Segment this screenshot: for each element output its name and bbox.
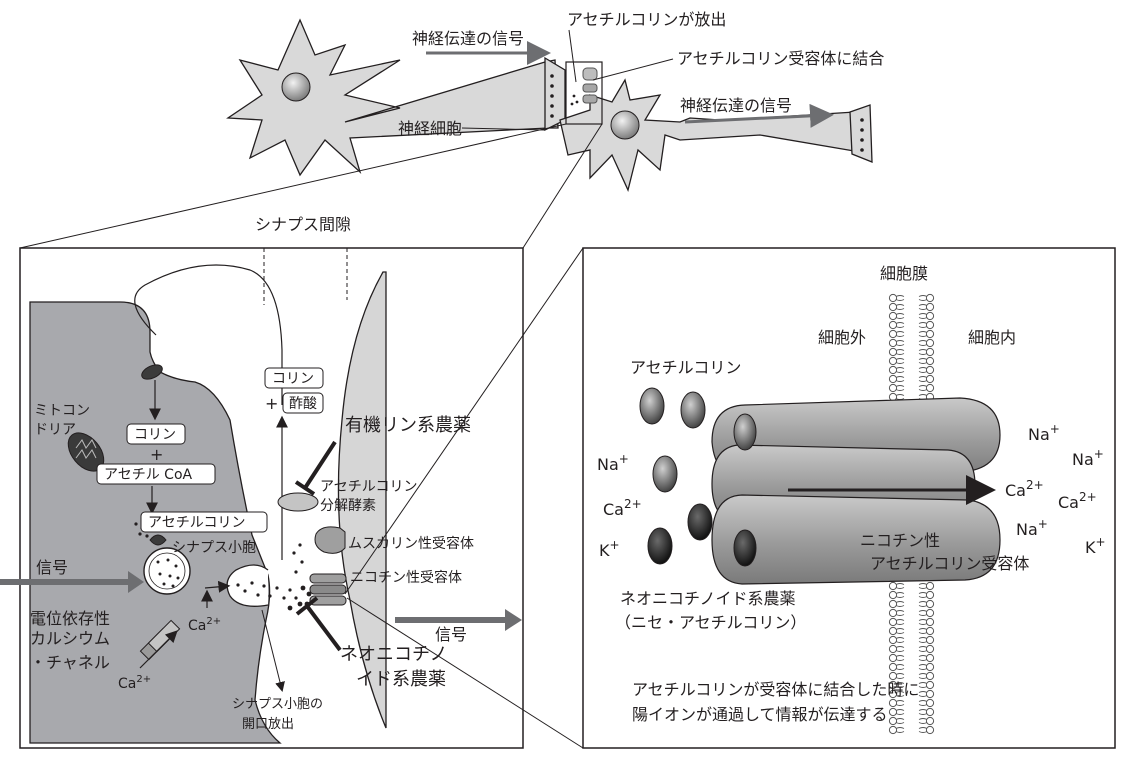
- label-cleft: シナプス間隙: [255, 215, 351, 234]
- label-receptor-1: ニコチン性: [860, 531, 940, 550]
- label-acetylcoa: アセチル CoA: [104, 467, 193, 483]
- neuron-nucleus-right: [611, 111, 639, 139]
- label-op: 有機リン系農薬: [345, 415, 471, 436]
- label-choline-r: コリン: [272, 371, 314, 387]
- label-neonic-m2: （ニセ・アセチルコリン）: [615, 613, 806, 632]
- label-mito-2: ドリア: [34, 422, 76, 438]
- label-outside: 細胞外: [818, 328, 866, 347]
- label-plus-2: +: [265, 394, 278, 413]
- top-neurons: 神経伝達の信号 アセチルコリンが放出 アセチルコリン受容体に結合 神経細胞 神経…: [228, 10, 884, 190]
- label-ach-synapse: アセチルコリン: [148, 515, 245, 531]
- synapse-panel: シナプス間隙 ミトコン ドリア コリン + アセチル CoA アセチルコリン シ…: [0, 215, 523, 748]
- label-vesicle: シナプス小胞: [172, 540, 256, 556]
- label-ach-bind: アセチルコリン受容体に結合: [677, 49, 884, 68]
- label-ach-membrane: アセチルコリン: [630, 358, 741, 377]
- label-ache-2: 分解酵素: [320, 498, 376, 514]
- label-plus-1: +: [150, 445, 163, 464]
- label-mito-1: ミトコン: [34, 403, 90, 419]
- label-signal-out: 信号: [435, 625, 467, 644]
- label-signal-out-top: 神経伝達の信号: [680, 96, 792, 115]
- label-ach-release: アセチルコリンが放出: [567, 10, 726, 29]
- label-choline: コリン: [134, 427, 176, 443]
- label-caption-2: 陽イオンが通過して情報が伝達する: [632, 705, 888, 724]
- label-neonic-m1: ネオニコチノイド系農薬: [620, 589, 796, 608]
- label-ache-1: アセチルコリン: [320, 479, 417, 495]
- label-exo-2: 開口放出: [242, 717, 294, 732]
- muscarinic-receptor: [315, 527, 345, 553]
- label-neuron: 神経細胞: [398, 119, 462, 138]
- label-caption-1: アセチルコリンが受容体に結合した時に: [632, 680, 919, 699]
- label-inside: 細胞内: [968, 328, 1016, 347]
- label-receptor-2: アセチルコリン受容体: [870, 554, 1029, 573]
- membrane-panel: 細胞膜 細胞外 細胞内 アセチルコリン Na+ Ca2+ K+ Na+ Na+ …: [583, 248, 1115, 748]
- axon-terminal-right: [850, 105, 872, 162]
- label-muscarinic: ムスカリン性受容体: [348, 535, 474, 552]
- ache-enzyme: [278, 493, 318, 511]
- label-vgcc-1: 電位依存性: [30, 609, 110, 628]
- label-vgcc-3: ・チャネル: [30, 653, 110, 672]
- label-vgcc-2: カルシウム: [30, 629, 110, 648]
- label-neonic-1: ネオニコチノ: [340, 644, 447, 665]
- neuron-nucleus-left: [282, 73, 310, 101]
- label-membrane: 細胞膜: [880, 264, 928, 283]
- label-nicotinic: ニコチン性受容体: [350, 569, 462, 586]
- label-signal-in-top: 神経伝達の信号: [412, 29, 524, 48]
- label-acetate: 酢酸: [289, 396, 317, 412]
- label-signal-in: 信号: [36, 558, 68, 577]
- label-neonic-2: イド系農薬: [356, 669, 446, 690]
- label-exo-1: シナプス小胞の: [232, 697, 323, 712]
